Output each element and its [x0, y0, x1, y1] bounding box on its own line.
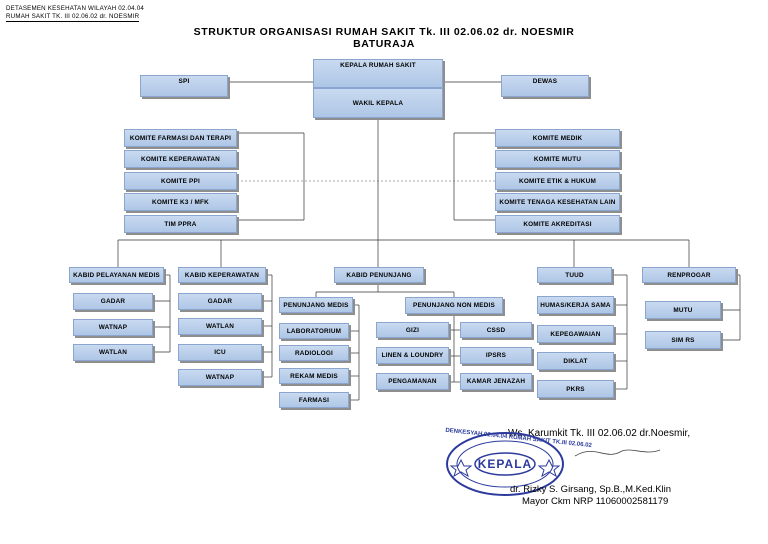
committee-right: KOMITE TENAGA KESEHATAN LAIN: [495, 193, 620, 211]
tuud-item: PKRS: [537, 380, 614, 398]
stamp-center-text: KEPALA: [477, 457, 533, 471]
penunjang-medis-item: REKAM MEDIS: [279, 368, 349, 384]
kabid-keperawatan-box: KABID KEPERAWATAN: [178, 267, 266, 283]
renprogar-box: RENPROGAR: [642, 267, 736, 283]
header-unit: DETASEMEN KESEHATAN WILAYAH 02.04.04: [6, 5, 144, 12]
stamp-ring-text: DENKESYAH 02.04.04 RUMAH SAKIT TK.III 02…: [445, 427, 593, 450]
committee-left: KOMITE KEPERAWATAN: [124, 150, 237, 168]
stamp-and-signature: [446, 432, 661, 496]
header-hospital: RUMAH SAKIT TK. III 02.06.02 dr. NOESMIR: [6, 13, 140, 22]
committee-right: KOMITE MEDIK: [495, 129, 620, 147]
page-title: STRUKTUR ORGANISASI RUMAH SAKIT Tk. III …: [193, 26, 575, 38]
penunjang-medis-item: RADIOLOGI: [279, 345, 349, 361]
signatory-name: dr. Rizky S. Girsang, Sp.B.,M.Ked.Klin: [510, 484, 672, 495]
penunjang-medis-box: PENUNJANG MEDIS: [279, 297, 353, 313]
non-medis-item: LINEN & LOUNDRY: [376, 347, 449, 364]
pelayanan-item: WATNAP: [73, 319, 153, 336]
keperawatan-item: GADAR: [178, 293, 262, 310]
pelayanan-item: WATLAN: [73, 344, 153, 361]
committee-left: TIM PPRA: [124, 215, 237, 233]
tuud-item: HUMAS/KERJA SAMA: [537, 296, 614, 314]
kabid-pelayanan-box: KABID PELAYANAN MEDIS: [69, 267, 164, 283]
committee-right: KOMITE AKREDITASI: [495, 215, 620, 233]
dewas-box: DEWAS: [501, 75, 589, 97]
penunjang-non-medis-box: PENUNJANG NON MEDIS: [405, 297, 503, 314]
committee-right: KOMITE ETIK & HUKUM: [495, 172, 620, 190]
renprogar-item: MUTU: [645, 301, 721, 319]
tuud-box: TUUD: [537, 267, 612, 283]
kabid-penunjang-box: KABID PENUNJANG: [334, 267, 424, 283]
committee-left: KOMITE K3 / MFK: [124, 193, 237, 211]
non-medis-item: PENGAMANAN: [376, 373, 449, 390]
kepala-rs-box: KEPALA RUMAH SAKIT: [313, 59, 443, 88]
page-subtitle: BATURAJA: [353, 38, 415, 50]
committee-right: KOMITE MUTU: [495, 150, 620, 168]
committee-left: KOMITE PPI: [124, 172, 237, 190]
signatory-rank: Mayor Ckm NRP 11060002581179: [522, 496, 669, 507]
keperawatan-item: WATNAP: [178, 369, 262, 386]
stamp: DENKESYAH 02.04.04 RUMAH SAKIT TK.III 02…: [445, 427, 593, 498]
penunjang-medis-item: LABORATORIUM: [279, 323, 349, 339]
signature-title: Ws. Karumkit Tk. III 02.06.02 dr.Noesmir…: [508, 428, 691, 439]
committee-left: KOMITE FARMASI DAN TERAPI: [124, 129, 237, 147]
tuud-item: KEPEGAWAIAN: [537, 325, 614, 343]
wakil-kepala-box: WAKIL KEPALA: [313, 88, 443, 118]
penunjang-medis-item: FARMASI: [279, 392, 349, 408]
tuud-item: DIKLAT: [537, 352, 614, 370]
spi-box: SPI: [140, 75, 228, 97]
renprogar-item: SIM RS: [645, 331, 721, 349]
pelayanan-item: GADAR: [73, 293, 153, 310]
non-medis-item: IPSRS: [460, 347, 532, 364]
keperawatan-item: WATLAN: [178, 318, 262, 335]
keperawatan-item: ICU: [178, 344, 262, 361]
non-medis-item: KAMAR JENAZAH: [460, 373, 532, 390]
non-medis-item: GIZI: [376, 322, 449, 338]
non-medis-item: CSSD: [460, 322, 532, 338]
